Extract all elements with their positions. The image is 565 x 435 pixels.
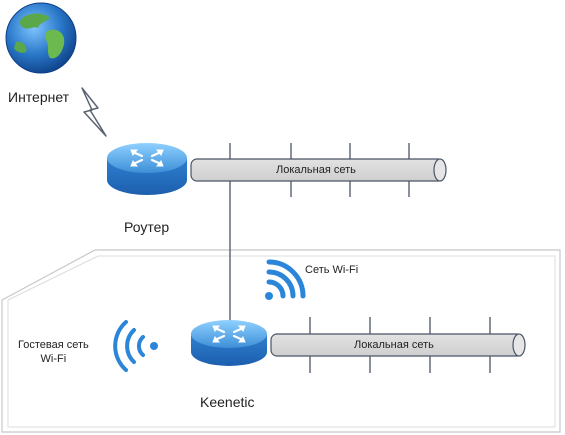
- lan-bus-keenetic: [270, 317, 526, 373]
- internet-label: Интернет: [8, 89, 70, 105]
- wifi-network-label: Сеть Wi-Fi: [305, 264, 359, 276]
- guest-wifi-label: Гостевая сеть Wi-Fi: [18, 338, 89, 366]
- lan-bus-main-label: Локальная сеть: [276, 164, 356, 176]
- keenetic-zone-inner-frame: [7, 255, 556, 428]
- lightning-icon: [81, 87, 107, 137]
- guest-wifi-icon: [113, 320, 158, 372]
- keenetic-zone-frame: [1, 249, 561, 433]
- router-icon: [107, 143, 187, 195]
- wifi-icon: [265, 259, 306, 300]
- router-label: Роутер: [124, 219, 170, 235]
- keenetic-router-icon: [191, 320, 267, 366]
- guest-wifi-label-line2: Wi-Fi: [40, 353, 67, 365]
- lan-bus-main: [190, 143, 447, 197]
- guest-wifi-label-line1: Гостевая сеть: [18, 339, 89, 351]
- keenetic-label: Keenetic: [200, 394, 255, 410]
- lan-bus-keenetic-label: Локальная сеть: [354, 339, 434, 351]
- globe-icon: [5, 2, 77, 74]
